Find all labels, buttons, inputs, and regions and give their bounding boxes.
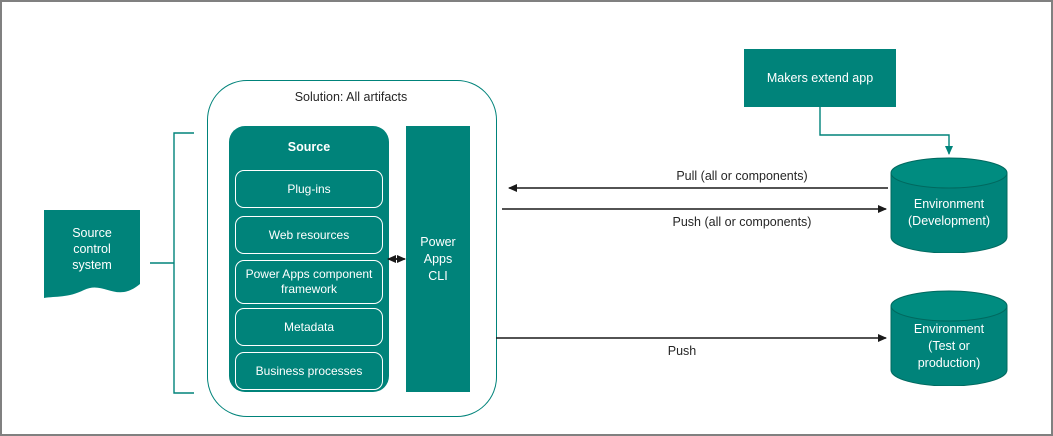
artifact-web-resources[interactable]: Web resources	[235, 216, 383, 254]
env-test-line-1: Environment	[913, 321, 985, 336]
environment-development-label: Environment (Development)	[890, 173, 1008, 253]
src-line-2: control	[73, 242, 111, 256]
src-line-1: Source	[72, 226, 112, 240]
artifact-business-processes[interactable]: Business processes	[235, 352, 383, 390]
source-control-system-shape: Source control system	[44, 210, 140, 302]
source-box-label: Source	[287, 140, 331, 154]
pull-arrow-label: Pull (all or components)	[676, 169, 808, 183]
environment-development-cylinder[interactable]: Environment (Development)	[890, 157, 1008, 254]
artifact-metadata[interactable]: Metadata	[235, 308, 383, 346]
makers-to-dev-arrow	[819, 107, 953, 155]
artifact-plug-ins[interactable]: Plug-ins	[235, 170, 383, 208]
cli-line-3: CLI	[428, 268, 448, 283]
bracket-connector	[150, 132, 214, 394]
artifact-power-apps-component-framework[interactable]: Power Apps component framework	[235, 260, 383, 304]
env-dev-line-2: (Development)	[908, 214, 990, 228]
bracket-icon	[150, 132, 194, 394]
solution-title: Solution: All artifacts	[294, 90, 408, 104]
cylinder-icon	[890, 290, 1008, 387]
env-test-line-3: production)	[917, 355, 981, 370]
makers-extend-app-box[interactable]: Makers extend app	[744, 49, 896, 107]
src-line-3: system	[72, 258, 112, 272]
cylinder-icon	[890, 157, 1008, 254]
solution-container	[207, 80, 497, 417]
environment-test-production-label: Environment (Test or production)	[890, 306, 1008, 386]
push-arrow-dev-label: Push (all or components)	[672, 215, 812, 229]
power-apps-cli-box: Power Apps CLI	[406, 126, 470, 392]
source-control-system-label: Source control system	[44, 214, 140, 284]
cli-line-1: Power	[420, 234, 456, 249]
push-arrow-prod-label: Push	[667, 344, 697, 358]
env-dev-line-1: Environment	[913, 197, 985, 211]
environment-test-production-cylinder[interactable]: Environment (Test or production)	[890, 290, 1008, 387]
power-apps-cli-label: Power Apps CLI	[406, 126, 470, 392]
document-shape-icon	[44, 210, 140, 298]
cli-line-2: Apps	[423, 251, 453, 266]
env-test-line-2: (Test or	[928, 338, 970, 353]
